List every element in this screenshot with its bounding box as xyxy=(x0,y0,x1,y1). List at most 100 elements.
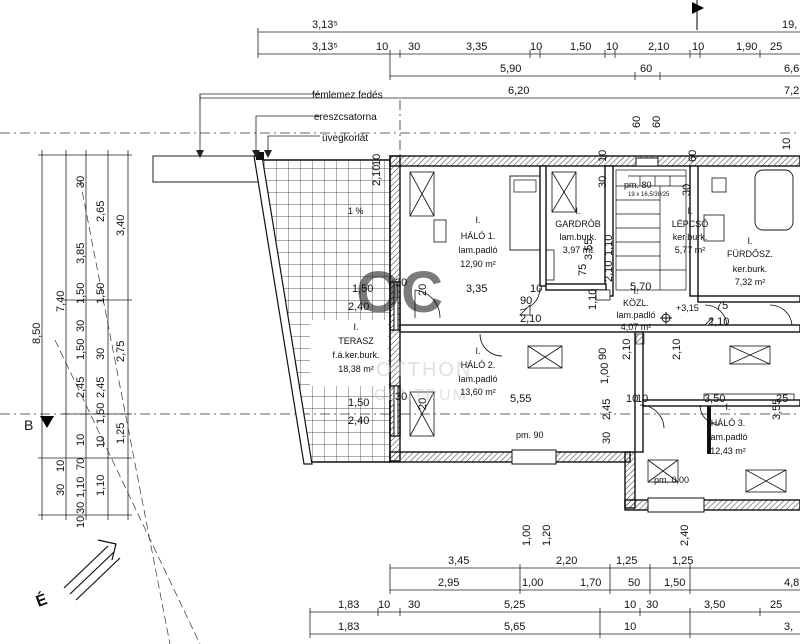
svg-text:30: 30 xyxy=(601,432,613,444)
svg-text:3,50: 3,50 xyxy=(704,393,725,405)
svg-text:7,32 m²: 7,32 m² xyxy=(735,277,766,287)
room-lepcso: I. LÉPCSŐ ker.burk. 5,77 m² xyxy=(672,206,709,255)
svg-text:2,40: 2,40 xyxy=(348,415,369,427)
bottom-dimension-text: 3,45 2,20 1,25 1,25 2,95 1,00 1,70 50 1,… xyxy=(338,555,799,633)
svg-text:+3,15: +3,15 xyxy=(676,303,699,313)
svg-text:3,50: 3,50 xyxy=(704,599,725,611)
svg-text:60: 60 xyxy=(687,150,699,162)
svg-text:1,50: 1,50 xyxy=(95,403,107,424)
svg-text:5,90: 5,90 xyxy=(500,63,521,75)
svg-text:1,10: 1,10 xyxy=(75,477,87,498)
svg-text:1,90: 1,90 xyxy=(736,41,757,53)
level-labels: pm. 80 pm. 90 pm. 0,00 +3,15 19 x 16,5/3… xyxy=(516,180,699,485)
svg-text:ker.burk.: ker.burk. xyxy=(673,232,708,242)
svg-text:2,40: 2,40 xyxy=(679,525,691,546)
svg-text:30: 30 xyxy=(75,320,87,332)
svg-text:7,2: 7,2 xyxy=(784,85,799,97)
svg-text:3,55: 3,55 xyxy=(771,399,783,420)
svg-text:fémlemez fedés: fémlemez fedés xyxy=(312,90,383,101)
svg-text:I.: I. xyxy=(687,206,692,216)
svg-text:1,83: 1,83 xyxy=(338,599,359,611)
svg-text:2,10: 2,10 xyxy=(520,313,541,325)
annotations: fémlemez fedés ereszcsatorna üvegkorlát … xyxy=(312,90,383,216)
svg-text:6,6: 6,6 xyxy=(784,63,799,75)
svg-text:20: 20 xyxy=(417,284,429,296)
roof-overhang xyxy=(152,155,259,183)
svg-text:5,25: 5,25 xyxy=(504,599,525,611)
svg-text:1,50: 1,50 xyxy=(348,397,369,409)
top-dimension-lines xyxy=(199,28,800,102)
svg-text:10: 10 xyxy=(692,41,704,53)
svg-text:2,45: 2,45 xyxy=(601,399,613,420)
svg-text:10: 10 xyxy=(597,150,609,162)
room-halo-1: I. HÁLÓ 1. lam.padló 12,90 m² xyxy=(458,215,497,269)
svg-text:pm. 0,00: pm. 0,00 xyxy=(654,475,689,485)
watermark: OC OTTHON CENTRUM xyxy=(356,260,470,404)
svg-text:2,65: 2,65 xyxy=(95,201,107,222)
svg-text:10: 10 xyxy=(55,460,67,472)
svg-text:1,83: 1,83 xyxy=(338,621,359,633)
svg-text:3,97 m²: 3,97 m² xyxy=(563,245,594,255)
svg-text:19,: 19, xyxy=(782,19,797,31)
svg-text:1,25: 1,25 xyxy=(672,555,693,567)
svg-text:30: 30 xyxy=(597,176,609,188)
svg-text:75: 75 xyxy=(577,264,589,276)
svg-text:7,40: 7,40 xyxy=(55,291,67,312)
svg-text:HÁLÓ 3.: HÁLÓ 3. xyxy=(711,418,746,428)
axis-arrow-icon xyxy=(692,2,704,14)
svg-text:8,50: 8,50 xyxy=(31,323,43,344)
svg-text:1,00: 1,00 xyxy=(522,577,543,589)
svg-text:lam.padló: lam.padló xyxy=(616,310,655,320)
svg-text:70: 70 xyxy=(75,458,87,470)
svg-text:lam.padló: lam.padló xyxy=(708,432,747,442)
svg-text:10: 10 xyxy=(75,516,87,528)
svg-text:3,40: 3,40 xyxy=(115,215,127,236)
svg-text:4,07 m²: 4,07 m² xyxy=(621,322,652,332)
svg-text:10: 10 xyxy=(75,434,87,446)
svg-text:6,20: 6,20 xyxy=(508,85,529,97)
svg-text:2,45: 2,45 xyxy=(75,377,87,398)
svg-text:HÁLÓ 2.: HÁLÓ 2. xyxy=(461,360,496,370)
svg-text:75: 75 xyxy=(716,300,728,312)
svg-text:2,10: 2,10 xyxy=(671,339,683,360)
svg-text:2,40: 2,40 xyxy=(348,301,369,313)
svg-text:25: 25 xyxy=(776,393,788,405)
svg-text:30: 30 xyxy=(681,184,693,196)
svg-text:5,65: 5,65 xyxy=(504,621,525,633)
svg-text:10: 10 xyxy=(530,41,542,53)
svg-text:3,: 3, xyxy=(784,621,793,633)
svg-text:30: 30 xyxy=(395,391,407,403)
svg-text:1 %: 1 % xyxy=(348,206,364,216)
compass-label: É xyxy=(33,589,50,611)
north-compass xyxy=(63,539,121,601)
svg-text:1,50: 1,50 xyxy=(75,283,87,304)
svg-text:3,13⁵: 3,13⁵ xyxy=(312,41,338,53)
svg-text:10: 10 xyxy=(95,436,107,448)
svg-text:2,10: 2,10 xyxy=(621,339,633,360)
svg-text:60: 60 xyxy=(651,116,663,128)
svg-text:30: 30 xyxy=(75,502,87,514)
bathtub xyxy=(754,169,794,231)
svg-text:2,20: 2,20 xyxy=(556,555,577,567)
svg-text:üvegkorlát: üvegkorlát xyxy=(322,133,368,144)
svg-text:12,43 m²: 12,43 m² xyxy=(710,446,746,456)
svg-text:20: 20 xyxy=(417,398,429,410)
svg-text:I.: I. xyxy=(353,322,358,332)
svg-text:2,75: 2,75 xyxy=(115,341,127,362)
svg-text:19 x 16,5/30/25: 19 x 16,5/30/25 xyxy=(628,192,670,198)
svg-text:lam.burk.: lam.burk. xyxy=(559,232,596,242)
svg-text:2,10: 2,10 xyxy=(603,261,615,282)
svg-text:10: 10 xyxy=(378,599,390,611)
svg-text:10: 10 xyxy=(636,393,648,405)
svg-text:pm. 80: pm. 80 xyxy=(624,180,652,190)
svg-text:2,95: 2,95 xyxy=(438,577,459,589)
svg-text:3,35: 3,35 xyxy=(466,41,487,53)
svg-text:30: 30 xyxy=(75,176,87,188)
svg-text:B: B xyxy=(24,417,33,433)
svg-text:OC: OC xyxy=(356,260,443,325)
svg-text:TERASZ: TERASZ xyxy=(338,336,374,346)
svg-text:30: 30 xyxy=(55,484,67,496)
svg-text:1,25: 1,25 xyxy=(115,423,127,444)
svg-text:3,45: 3,45 xyxy=(448,555,469,567)
